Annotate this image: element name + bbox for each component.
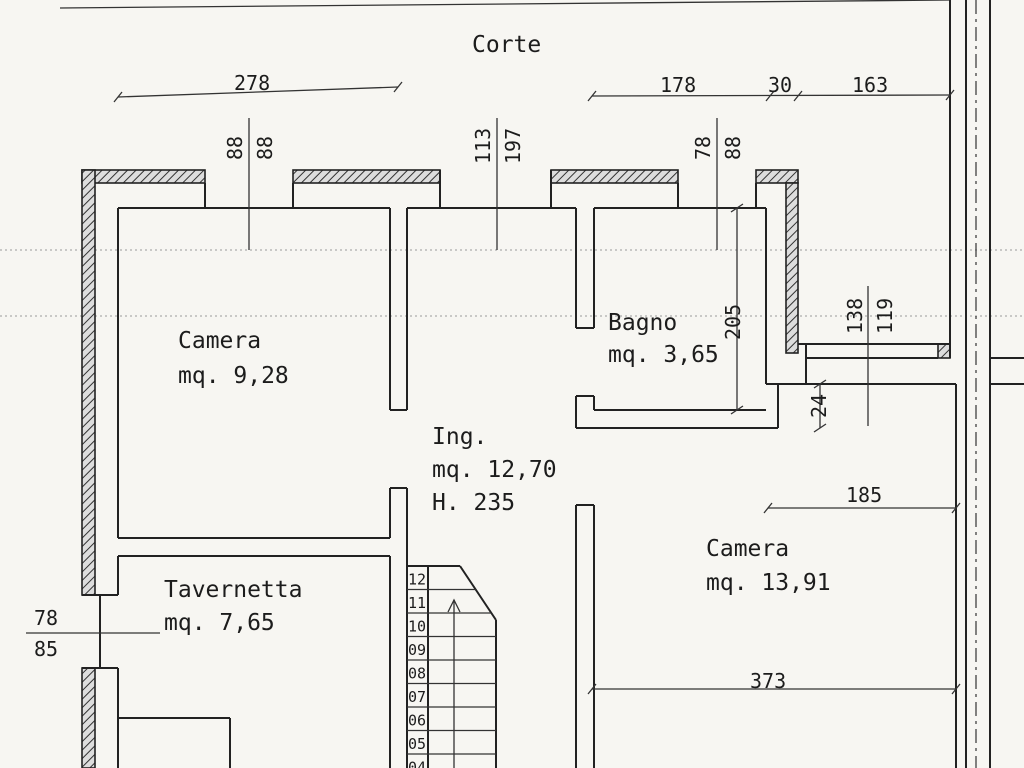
dim-bagno-depth: 205 — [721, 304, 745, 340]
exterior-walls — [81, 169, 951, 768]
window-2-height-a: 113 — [471, 128, 495, 164]
window-4-height-b: 119 — [873, 298, 897, 334]
dim-step: 24 — [807, 394, 831, 418]
stair-step-number: 05 — [408, 735, 426, 753]
stair-step-number: 10 — [408, 618, 426, 636]
window-4-height-a: 138 — [843, 298, 867, 334]
room-bagno-area: mq. 3,65 — [608, 342, 719, 368]
stair-step-number: 04 — [408, 759, 426, 768]
dimension-lines — [26, 81, 961, 695]
corte-label: Corte — [472, 32, 541, 58]
dim-camera-2-length: 373 — [750, 669, 786, 693]
room-bagno-name: Bagno — [608, 310, 677, 336]
stair-step-labels: 12 11 10 09 08 07 06 05 04 — [408, 571, 426, 768]
window-3-height-b: 88 — [721, 136, 745, 160]
room-ingresso-height: H. 235 — [432, 490, 515, 516]
room-ingresso-area: mq. 12,70 — [432, 457, 557, 483]
room-tavernetta-name: Tavernetta — [164, 577, 302, 603]
room-camera-2-name: Camera — [706, 536, 789, 562]
dim-top-right-seg-3: 163 — [852, 73, 888, 97]
dim-top-left-width: 278 — [234, 71, 270, 95]
room-tavernetta-area: mq. 7,65 — [164, 610, 275, 636]
window-5-height-b: 85 — [34, 637, 58, 661]
stair-step-number: 08 — [408, 665, 426, 683]
stair-step-number: 09 — [408, 641, 426, 659]
staircase — [407, 565, 497, 768]
dim-camera-2-width: 185 — [846, 483, 882, 507]
window-1-height-a: 88 — [223, 136, 247, 160]
top-border-line — [59, 0, 951, 9]
window-5-height-a: 78 — [34, 606, 58, 630]
room-ingresso-name: Ing. — [432, 424, 487, 450]
dim-top-right-seg-1: 178 — [660, 73, 696, 97]
wall-outlines — [82, 0, 1024, 768]
stair-step-number: 11 — [408, 594, 426, 612]
dim-top-right-seg-2: 30 — [768, 73, 792, 97]
window-1-height-b: 88 — [253, 136, 277, 160]
room-camera-1-name: Camera — [178, 328, 261, 354]
stair-step-number: 12 — [408, 571, 426, 589]
window-2-height-b: 197 — [501, 128, 525, 164]
stair-step-number: 07 — [408, 688, 426, 706]
room-camera-1-area: mq. 9,28 — [178, 363, 289, 389]
window-3-height-a: 78 — [691, 136, 715, 160]
stair-step-number: 06 — [408, 712, 426, 730]
room-camera-2-area: mq. 13,91 — [706, 570, 831, 596]
